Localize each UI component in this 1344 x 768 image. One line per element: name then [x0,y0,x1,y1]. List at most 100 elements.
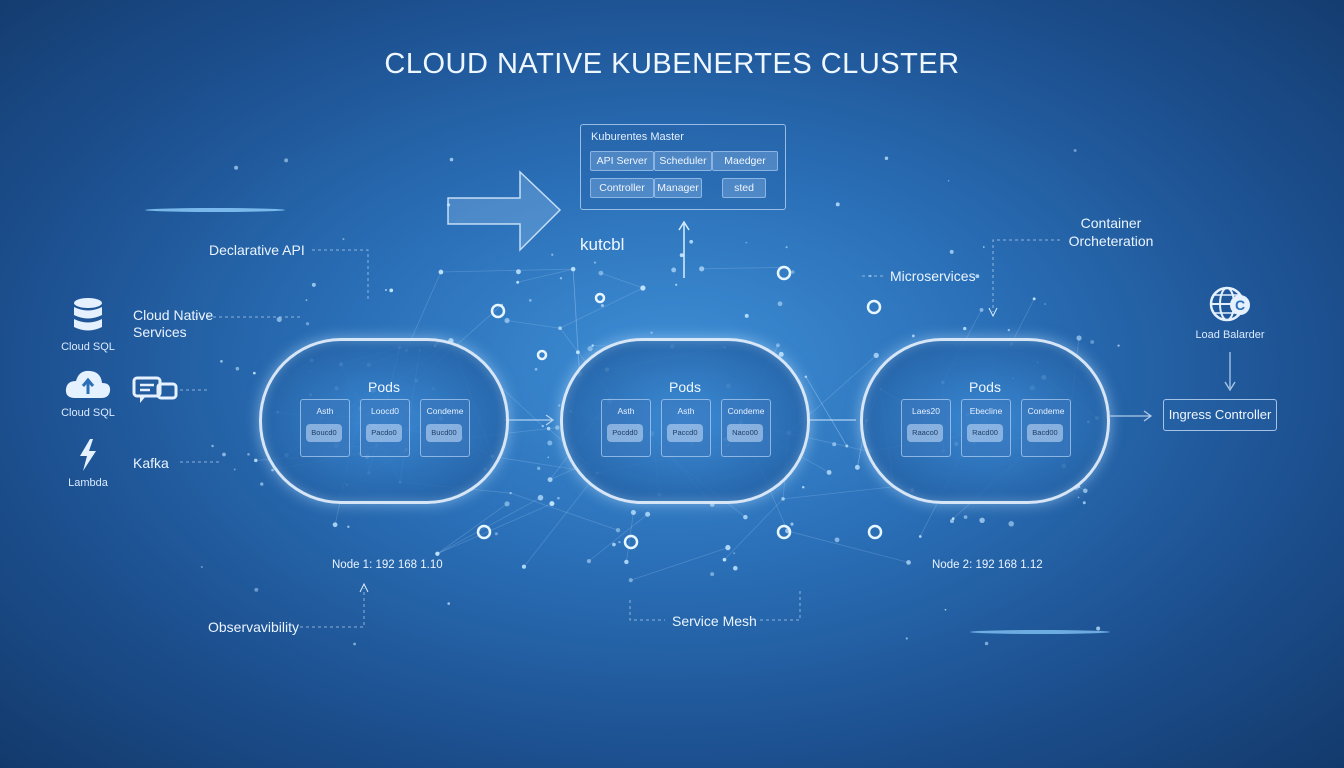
mesh-dot [710,572,715,577]
master-component-etcd[interactable]: sted [722,178,766,198]
kubernetes-master[interactable]: Kuburentes Master API Server Scheduler M… [580,124,786,210]
pod-name: Asth [677,406,695,416]
pod[interactable]: Condeme Bacd00 [1021,399,1071,457]
mesh-dot [435,551,440,556]
pod-container-chip: Pacdo0 [366,424,402,442]
pod[interactable]: Asth Boucd0 [300,399,350,457]
mesh-dot [975,274,980,279]
connector-observability [300,588,365,628]
node-2[interactable]: Pods Asth Pocdd0 Asth Paccd0 Condeme Nac… [560,338,810,504]
sparkle-dot [558,404,561,407]
pod-name: Condeme [426,406,464,416]
mesh-dot [389,288,394,293]
mesh-dot [516,280,520,284]
sparkle-dot [733,552,736,555]
sparkle-dot [305,299,308,301]
mesh-dot [645,511,651,517]
mesh-dot [537,494,544,501]
sparkle-dot [982,246,985,248]
hub-ring [623,534,639,550]
mesh-dot [640,285,646,291]
hub-ring [776,265,792,281]
mesh-dot [252,371,256,375]
sparkle-dot [1077,496,1080,499]
mesh-dot [630,510,636,516]
master-component-controller[interactable]: Controller [590,178,654,198]
pod[interactable]: Laes20 Raaco0 [901,399,951,457]
mesh-dot [776,343,780,348]
mesh-dot [628,578,633,583]
sparkle-dot [557,496,560,500]
node-3[interactable]: Pods Laes20 Raaco0 Ebecline Racd00 Conde… [860,338,1110,504]
master-component-api-server[interactable]: API Server [590,151,654,171]
pod-container-chip: Racd00 [967,424,1003,442]
mesh-dot [220,360,223,363]
pods-title: Pods [669,379,701,395]
mesh-dot [254,458,258,463]
hub-ring [867,524,883,540]
observability-label: Observavibility [208,619,300,635]
mesh-dot [1117,344,1120,347]
pod[interactable]: Loocd0 Pacdo0 [360,399,410,457]
master-component-manager-2[interactable]: Manager [654,178,702,198]
pod[interactable]: Asth Paccd0 [661,399,711,457]
sparkle-dot [1096,626,1101,631]
mesh-dot [598,270,604,276]
mesh-dot [778,351,784,357]
pod-name: Asth [316,406,334,416]
kafka-label: Kafka [133,455,169,471]
master-title: Kuburentes Master [591,131,684,143]
mesh-dot [1076,335,1082,341]
mesh-dot [826,470,832,475]
sparkle-dot [1044,303,1046,305]
mesh-dot [509,491,512,495]
cloud-sql-upload-service[interactable]: Cloud SQL [58,366,118,419]
master-component-scheduler[interactable]: Scheduler [654,151,712,171]
mesh-dot [521,564,527,569]
ingress-controller[interactable]: Ingress Controller [1163,399,1277,431]
mesh-dot [671,267,677,273]
cloud-sql-label-2: Cloud SQL [61,407,115,419]
mesh-dot [854,464,860,470]
hub-ring [490,303,506,319]
mesh-dot [276,316,282,323]
big-arrow [447,170,562,252]
mesh-dot [438,269,444,275]
pod[interactable]: Condeme Naco00 [721,399,771,457]
lambda-service[interactable]: Lambda [58,438,118,489]
sparkle-dot [494,532,498,536]
mesh-dot [541,424,544,428]
pod-name: Condeme [727,406,765,416]
load-balancer[interactable]: C Load Balarder [1190,284,1270,341]
sparkle-dot [234,165,239,170]
pod[interactable]: Ebecline Racd00 [961,399,1011,457]
chat-icon-wrap[interactable] [132,376,182,411]
mesh-dot [624,559,629,565]
mesh-dot [781,497,785,501]
master-component-manager[interactable]: Maedger [712,151,778,171]
mesh-dot [549,501,555,507]
mesh-dot [804,375,808,379]
kubectl-label: kutcbl [580,235,625,254]
mesh-dot [732,565,738,571]
sparkle-dot [559,277,563,280]
pod-container-chip: Bucd00 [426,424,462,442]
mesh-dot [785,246,788,249]
pod-container-chip: Paccd0 [667,424,703,442]
mesh-dot [591,344,594,347]
sparkle-dot [944,608,947,611]
node-1[interactable]: Pods Asth Boucd0 Loocd0 Pacdo0 Condeme B… [259,338,509,504]
connector-service-mesh-left [629,600,665,621]
pod-name: Condeme [1027,406,1065,416]
sparkle-dot [802,486,805,489]
mesh-dot [222,452,226,457]
pod[interactable]: Asth Pocdd0 [601,399,651,457]
cloud-sql-service[interactable]: Cloud SQL [58,296,118,353]
sparkle-dot [200,566,203,569]
mesh-dot [949,519,954,524]
mesh-dot [911,334,915,338]
lightning-icon [80,439,96,471]
pod[interactable]: Condeme Bucd00 [420,399,470,457]
mesh-dot [1083,488,1088,494]
microservices-label: Microservices [890,268,976,284]
